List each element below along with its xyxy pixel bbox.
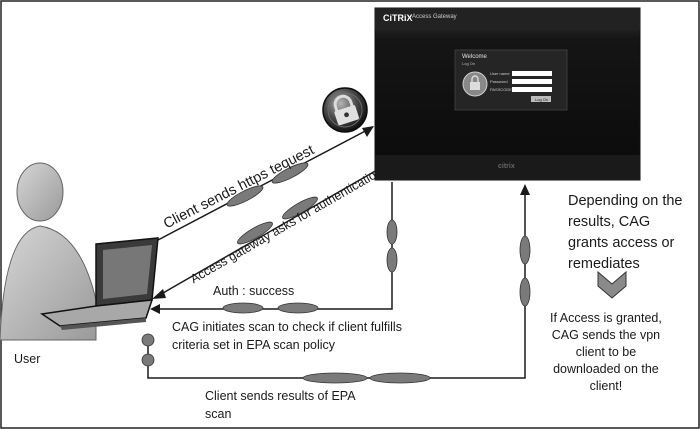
label-auth-success: Auth : success [213,284,295,298]
screen-brand: CiTRiX [383,13,413,23]
screen-logon-label: Log On [535,97,549,102]
label-access-granted: If Access is granted, CAG sends the vpn … [550,311,662,393]
laptop-icon [39,237,159,330]
auth-arrow [155,169,378,298]
label-scan-results: Client sends results of EPA scan [205,389,356,421]
auth-success-arrowhead [150,304,160,314]
username-input[interactable] [512,71,552,76]
label-scan-initiate: CAG initiates scan to check if client fu… [172,320,402,352]
screen-header [375,8,640,30]
login-lock-body [470,82,480,90]
label-depending: Depending on the results, CAG grants acc… [568,193,683,272]
screen-passcode-label: PASSCODE [490,87,512,92]
screen-footer [375,155,640,180]
screen-footer-brand: citrix [498,163,515,170]
passcode-input[interactable] [512,87,552,92]
screen-product: Access Gateway [412,14,457,20]
password-input[interactable] [512,79,552,84]
request-arrowhead [362,126,374,137]
screen-welcome: Welcome [462,54,487,60]
label-user: User [14,352,41,366]
scan-results-arrowhead [520,184,530,195]
access-gateway-screen [374,7,641,181]
request-arrow [157,126,374,241]
padlock-icon [322,87,368,133]
screen-password-label: Password [490,79,508,84]
auth-arrowhead [152,289,166,299]
chevron-down-icon [597,270,627,299]
packets [141,162,531,384]
logon-button[interactable] [531,96,551,102]
screen-username-label: User name [490,71,510,76]
screen-login-hint: Log On [462,61,476,66]
